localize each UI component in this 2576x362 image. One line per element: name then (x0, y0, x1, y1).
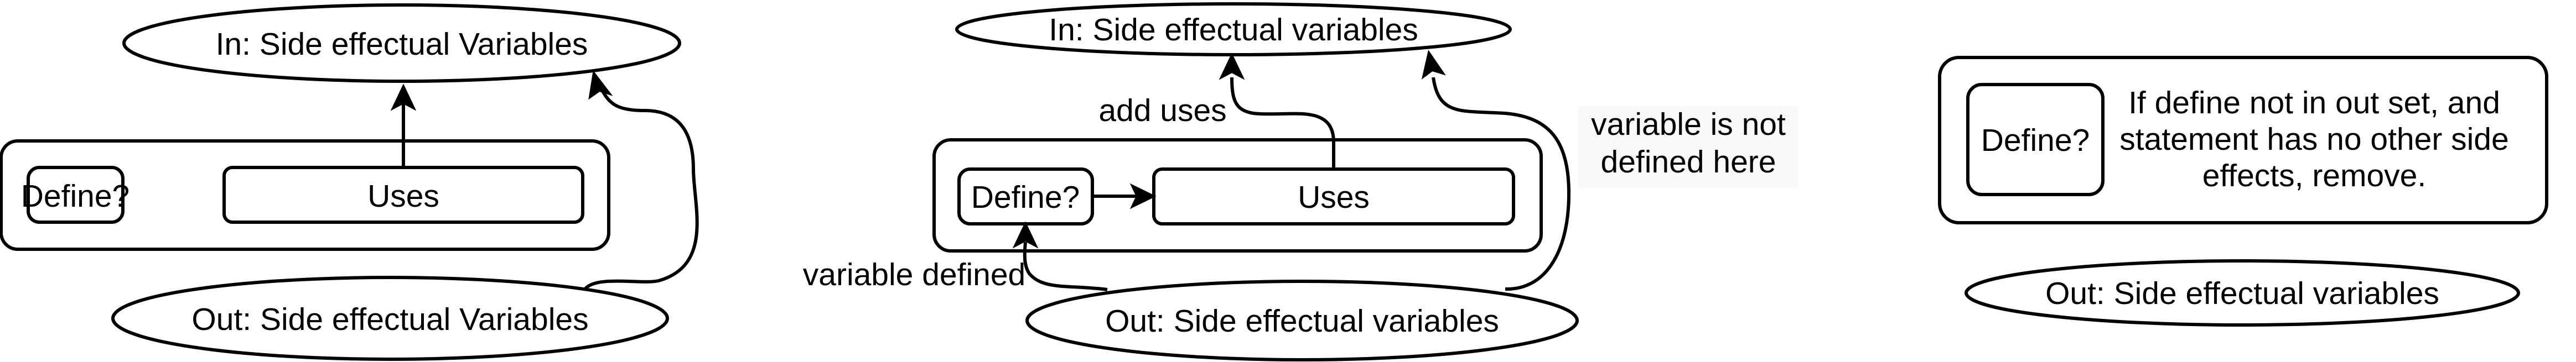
panel-1-in-label: In: Side effectual Variables (216, 27, 588, 62)
panel-1-in-ellipse (122, 3, 681, 83)
panel-2-define-to-uses-arrowhead (1129, 183, 1157, 209)
panel-1: In: Side effectual Variables Define? Use… (0, 3, 699, 361)
panel-2-define-label: Define? (971, 180, 1080, 215)
panel-1-out-ellipse (111, 276, 669, 361)
panel-2-uses-to-in-arrowhead (1219, 53, 1245, 80)
panel-1-define-box (27, 166, 125, 224)
panel-3-rule-line-1: If define not in out set, and (2128, 85, 2500, 120)
panel-2-uses-to-in-edge (1230, 77, 1335, 169)
panel-2-in-label: In: Side effectual variables (1049, 12, 1418, 48)
panel-1-define-label: Define? (21, 179, 129, 214)
panel-1-uses-to-in-arrowhead (390, 83, 417, 111)
panel-2-out-label: Out: Side effectual variables (1105, 303, 1499, 339)
panel-3-rule-line-3: effects, remove. (2202, 158, 2426, 193)
panel-2-variable-defined-label: variable defined (803, 257, 1025, 292)
panel-1-out-to-in-edge (584, 86, 699, 290)
panel-3-define-label: Define? (1981, 123, 2090, 158)
panel-2-variable-defined-label-bg (805, 257, 1023, 296)
panel-2-out-to-define-arrowhead (1012, 221, 1039, 249)
panel-1-uses-label: Uses (367, 179, 439, 214)
panel-1-out-label: Out: Side effectual Variables (191, 302, 588, 337)
panel-2-not-defined-label-line-2: defined here (1601, 144, 1776, 180)
panel-3: Define? If define not in out set, and st… (1938, 56, 2548, 327)
panel-3-out-label: Out: Side effectual variables (2045, 276, 2439, 311)
panel-2-out-to-define-edge (1023, 242, 1108, 291)
panel-3-out-ellipse (1965, 259, 2520, 327)
panel-2-add-uses-label: add uses (1098, 93, 1226, 128)
panel-2-add-uses-label-bg (1096, 92, 1229, 130)
panel-3-define-box (1966, 83, 2105, 196)
panel-1-out-to-in-arrowhead (588, 70, 613, 100)
panel-2: In: Side effectual variables Define? Use… (803, 2, 1798, 361)
panel-2-in-ellipse (955, 2, 1512, 56)
panel-2-uses-label: Uses (1298, 180, 1370, 215)
panel-2-out-to-in-arrowhead (1421, 50, 1446, 80)
panel-2-out-ellipse (1025, 280, 1579, 361)
panel-2-not-defined-label-bg (1578, 106, 1798, 188)
panel-3-rule-line-2: statement has no other side (2119, 122, 2508, 157)
panel-2-out-to-in-edge (1432, 77, 1571, 291)
panel-2-not-defined-label-line-1: variable is not (1591, 107, 1786, 142)
